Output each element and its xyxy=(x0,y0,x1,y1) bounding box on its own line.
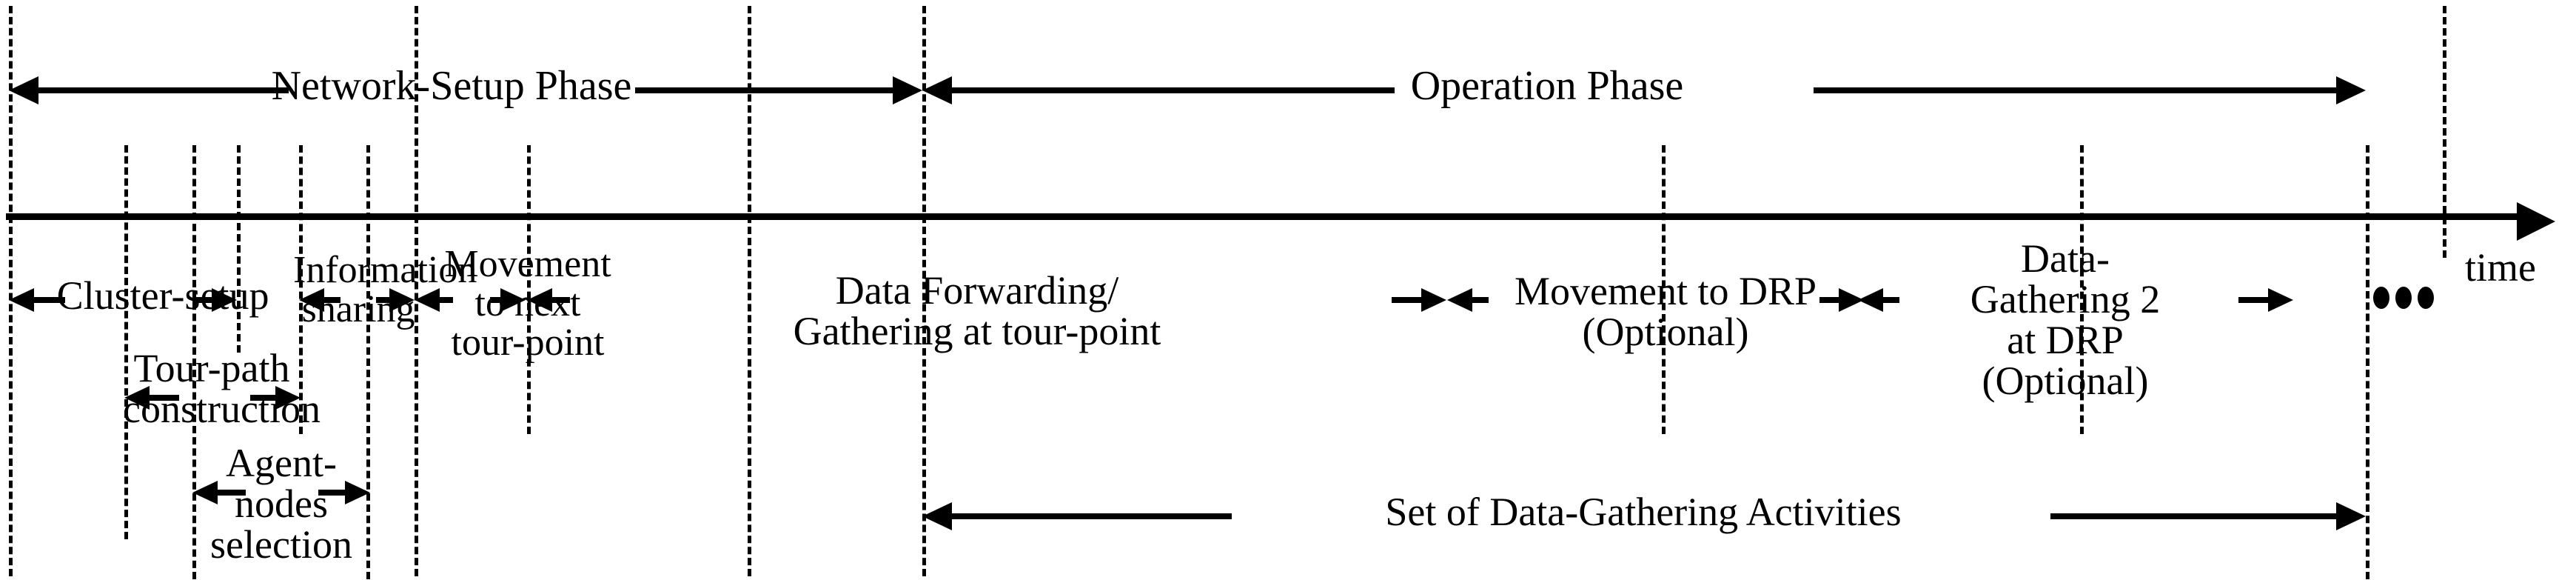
ellipsis-dot-1 xyxy=(2373,287,2389,309)
movement-next-tourpoint-right-arrowhead xyxy=(500,288,526,312)
movement-to-drp-label: Movement to DRP (Optional) xyxy=(1514,269,1817,355)
data-forwarding-right-arrowhead xyxy=(1421,288,1446,312)
agent-nodes-right-arrowhead xyxy=(345,481,370,504)
information-sharing-left-arrowhead xyxy=(299,288,324,312)
operation-phase-left-arrowhead xyxy=(922,76,952,104)
operation-phase-right-arrowhead xyxy=(2336,76,2366,104)
information-sharing-bar-right xyxy=(376,297,391,303)
marker-line-t13 xyxy=(2443,6,2446,258)
data-forwarding-label: Data Forwarding/ Gathering at tour-point xyxy=(793,268,1161,354)
data-gathering-2-left-arrowhead xyxy=(1858,288,1883,312)
time-axis-arrowhead xyxy=(2517,202,2555,241)
movement-next-tourpoint-left-arrowhead xyxy=(415,288,440,312)
tour-path-left-arrowhead xyxy=(124,386,150,410)
set-of-dg-activities-left-arrowhead xyxy=(922,502,952,530)
tour-path-bar-left xyxy=(150,395,179,401)
operation-phase-bar-left xyxy=(950,87,1395,93)
marker-line-t8 xyxy=(748,6,751,576)
marker-line-t9 xyxy=(922,6,926,576)
marker-line-t12 xyxy=(2366,145,2369,579)
information-sharing-right-arrowhead xyxy=(389,288,415,312)
agent-nodes-bar-right xyxy=(318,490,346,496)
movement-next-tourpoint-bar-left xyxy=(440,297,453,303)
ellipsis-dot-3 xyxy=(2418,287,2434,309)
agent-nodes-left-arrowhead xyxy=(192,481,218,504)
network-setup-phase-right-arrowhead xyxy=(893,76,922,104)
network-setup-phase-left-arrowhead xyxy=(9,76,38,104)
network-setup-phase-bar-right xyxy=(635,87,909,93)
operation-phase-bar-right xyxy=(1814,87,2339,93)
agent-nodes-bar-left xyxy=(218,490,246,496)
agent-nodes-label: Agent-nodes selection xyxy=(210,441,352,567)
movement-to-drp-bar-left xyxy=(1472,297,1489,303)
cluster-setup-left-arrowhead xyxy=(9,288,34,312)
cluster-setup-label: Cluster-setup xyxy=(56,273,269,318)
data-gathering-2-label: Data- Gathering 2 at DRP (Optional) xyxy=(1970,236,2161,404)
marker-line-t2 xyxy=(192,145,196,579)
tour-path-label: Tour-path construction xyxy=(123,346,321,432)
time-axis-label: time xyxy=(2465,245,2536,290)
cluster-setup-right-arrowhead xyxy=(212,288,237,312)
information-sharing-bar-left xyxy=(324,297,341,303)
data-forwarding-left-arrowhead xyxy=(527,288,552,312)
ellipsis-dot-2 xyxy=(2395,287,2412,309)
movement-to-drp-bar-right xyxy=(1819,297,1840,303)
set-of-dg-activities-bar-left xyxy=(950,513,1232,519)
set-of-dg-activities-right-arrowhead xyxy=(2336,502,2366,530)
set-of-dg-activities-bar-right xyxy=(2050,513,2339,519)
data-gathering-2-right-arrowhead xyxy=(2268,288,2293,312)
marker-line-t3 xyxy=(237,145,241,353)
movement-next-tourpoint-bar-right xyxy=(490,297,502,303)
movement-to-drp-left-arrowhead xyxy=(1447,288,1472,312)
tour-path-bar-right xyxy=(250,395,277,401)
time-axis xyxy=(6,213,2523,220)
operation-phase-label: Operation Phase xyxy=(1410,63,1684,109)
marker-line-t1 xyxy=(124,145,128,539)
data-forwarding-bar-left xyxy=(552,297,570,303)
marker-line-t11 xyxy=(2080,145,2084,434)
tour-path-right-arrowhead xyxy=(275,386,301,410)
data-forwarding-bar-right xyxy=(1392,297,1423,303)
set-of-dg-activities-label: Set of Data-Gathering Activities xyxy=(1385,490,1902,534)
network-setup-phase-bar-left xyxy=(37,87,289,93)
marker-line-t10 xyxy=(1662,145,1666,434)
marker-line-t5 xyxy=(366,145,370,579)
cluster-setup-bar-left xyxy=(34,297,65,303)
data-gathering-2-bar-right xyxy=(2238,297,2270,303)
data-gathering-2-bar-left xyxy=(1883,297,1899,303)
cluster-setup-bar-right xyxy=(192,297,213,303)
network-setup-phase-label: Network-Setup Phase xyxy=(271,63,632,109)
